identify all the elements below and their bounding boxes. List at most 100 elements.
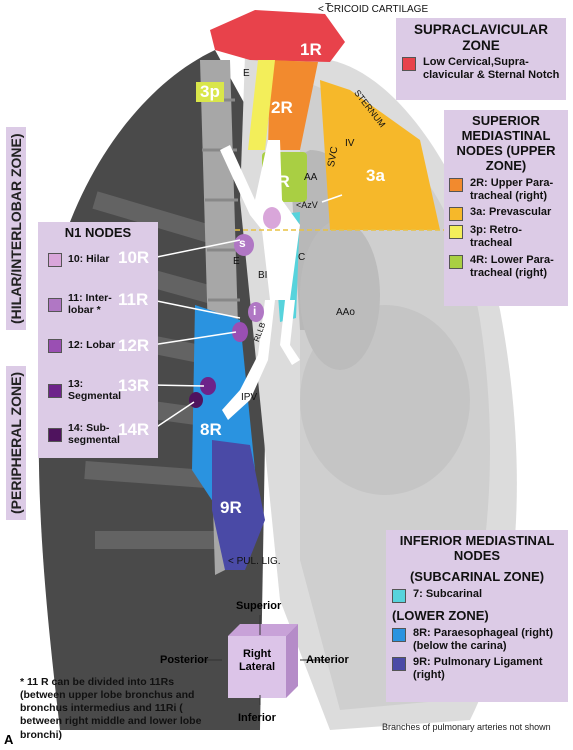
station-3a-shape [320,80,440,230]
station-s-label: s [239,236,246,250]
orient-superior: Superior [236,600,282,612]
label-bi: BI [258,270,268,281]
station-2r-shape [268,60,318,150]
n1-item-11: 11: Inter-lobar * [48,292,116,316]
n1-title: N1 NODES [64,225,132,240]
station-9r-label: 9R [220,498,242,517]
node-10r [263,207,281,229]
legend-2r: 2R: Upper Para-tracheal (right) [449,177,563,203]
label-iv: IV [345,138,355,149]
label-t: T [325,2,332,13]
swatch-14 [48,427,62,442]
leader-lines [151,194,343,431]
n1-item-11-label: 11: Inter-lobar * [68,292,112,317]
legend-3p-label: 3p: Retro-tracheal [470,224,522,250]
node-13r [200,377,216,395]
swatch-10 [48,253,62,267]
legend-9r-label: 9R: Pulmonary Ligament (right) [413,656,543,682]
tag-11r: 11R [118,290,149,309]
station-3a-label: 3a [366,166,385,185]
n1-item-10-label: 10: Hilar [68,253,110,266]
n1-item-10: 10: Hilar [48,252,116,267]
legend-1r: Low Cervical,Supra-clavicular & Sternal … [402,56,560,82]
legend-3a: 3a: Prevascular [449,206,563,222]
node-11ri [248,302,264,322]
label-e-upper: E [243,68,250,79]
orient-anterior: Anterior [306,654,349,666]
label-aao: AAo [336,307,355,318]
n1-item-14-label: 14: Sub-segmental [68,422,120,447]
tag-13r: 13R [118,376,150,395]
tag-10r: 10R [118,248,150,267]
tag-12r: 12R [118,336,150,355]
orientation-axes [200,615,330,705]
hilar-zone-label: (HILAR/INTERLOBAR ZONE) [6,127,26,330]
swatch-3p [449,225,463,240]
label-azv: <AzV [296,200,318,210]
station-3p-shape [248,60,275,150]
station-8r-label: 8R [200,420,222,439]
n1-item-12-label: 12: Lobar [68,339,116,352]
lower-zone-title: (LOWER ZONE) [392,607,489,623]
inferior-title: INFERIOR MEDIASTINAL NODES [399,533,555,563]
label-ipv: IPV [241,392,258,403]
station-i-label: i [253,304,257,318]
orientation-cube [228,624,298,698]
legend-7: 7: Subcarinal [392,588,562,603]
swatch-8r [392,627,406,642]
swatch-13 [48,383,62,398]
label-cricoid: < CRICOID CARTILAGE [318,4,429,15]
station-1r-shape [210,10,345,62]
swatch-7 [392,588,406,603]
station-2r-label: 2R [271,98,293,117]
supraclavicular-title: SUPRACLAVICULAR ZONE [414,22,548,53]
n1-item-13-label: 13: Segmental [68,378,122,403]
legend-7-label: 7: Subcarinal [413,587,483,600]
legend-8r: 8R: Paraesophageal (right) (below the ca… [392,627,562,653]
figure-letter: A [4,732,14,747]
label-e-mid: E [233,256,240,267]
legend-3p: 3p: Retro-tracheal [449,224,563,250]
orient-cube-label: Right Lateral [238,648,276,674]
superior-title: SUPERIOR MEDIASTINAL NODES (UPPER ZONE) [456,113,556,173]
tag-14r: 14R [118,420,150,439]
swatch-9r [392,657,406,672]
credit: Branches of pulmonary arteries not shown [382,722,551,732]
station-9r-shape [212,440,265,570]
orient-inferior: Inferior [238,712,276,724]
bronchial-tree [220,140,300,420]
legend-3a-label: 3a: Prevascular [470,206,552,219]
legend-4r-label: 4R: Lower Para-tracheal (right) [470,253,554,279]
n1-item-12: 12: Lobar [48,338,116,353]
supraclavicular-box: SUPRACLAVICULAR ZONE Low Cervical,Supra-… [396,18,566,100]
subcarinal-title: (SUBCARINAL ZONE) [409,568,545,584]
label-c: C [298,252,306,263]
node-12r [232,322,248,342]
legend-2r-label: 2R: Upper Para-tracheal (right) [470,176,554,202]
station-3p-label: 3p [196,82,224,102]
orient-posterior: Posterior [160,654,209,666]
swatch-1r [402,57,416,72]
inferior-box: INFERIOR MEDIASTINAL NODES (SUBCARINAL Z… [386,530,568,702]
legend-1r-label: Low Cervical,Supra-clavicular & Sternal … [423,56,560,82]
n1-item-14: 14: Sub-segmental [48,422,120,446]
station-7-label: 7 [278,260,288,279]
swatch-4r [449,254,463,269]
footnote: * 11 R can be divided into 11Rs (between… [20,676,202,741]
legend-8r-label: 8R: Paraesophageal (right) (below the ca… [413,626,553,652]
station-1r-label: 1R [300,40,322,59]
station-4r-label: 4R [268,172,290,191]
superior-box: SUPERIOR MEDIASTINAL NODES (UPPER ZONE) … [444,110,568,306]
label-pul-lig: < PUL. LIG. [228,556,281,567]
swatch-11 [48,297,62,312]
peripheral-zone-label: (PERIPHERAL ZONE) [6,365,26,520]
legend-9r: 9R: Pulmonary Ligament (right) [392,656,562,682]
swatch-2r [449,177,463,192]
swatch-12 [48,339,62,353]
node-14r [189,392,203,408]
n1-item-13: 13: Segmental [48,378,121,402]
legend-4r: 4R: Lower Para-tracheal (right) [449,254,563,280]
swatch-3a [449,207,463,222]
label-aa: AA [304,172,318,183]
